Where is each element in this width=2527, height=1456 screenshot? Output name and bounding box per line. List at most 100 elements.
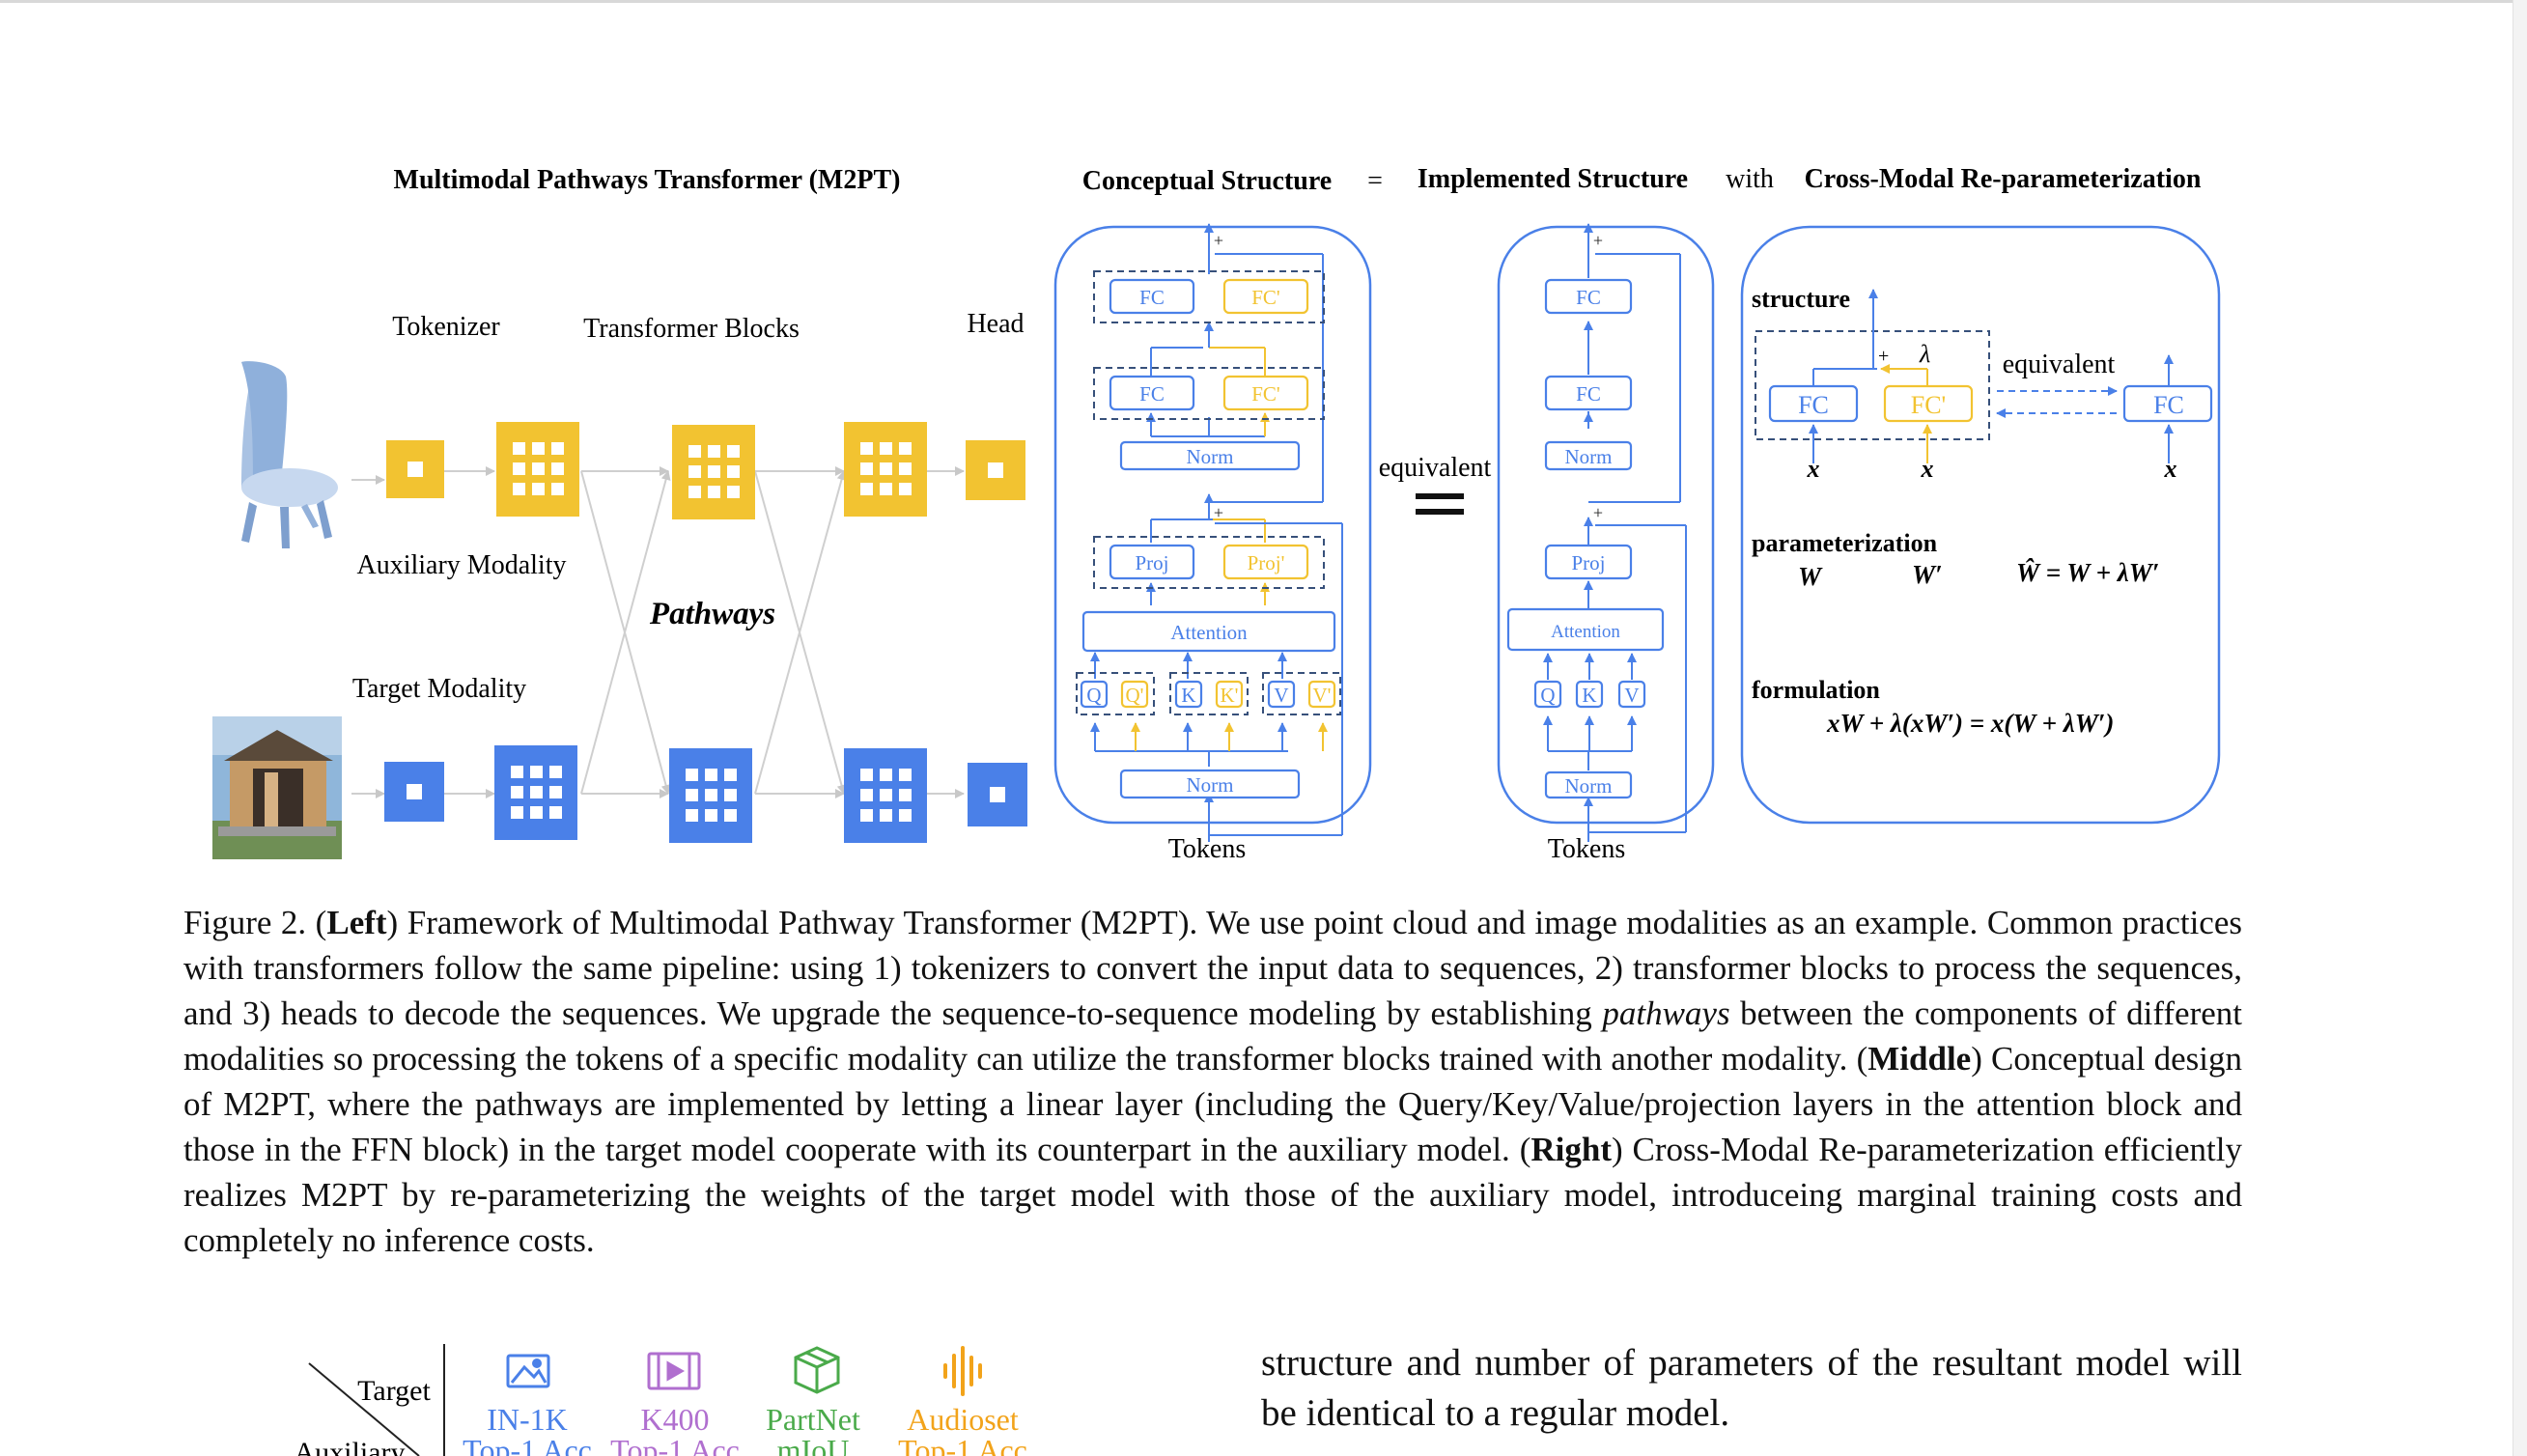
auxiliary-modality-label: Auxiliary Modality xyxy=(357,550,567,580)
token-cell xyxy=(532,442,545,455)
cross-modal-reparam-title: Cross-Modal Re-parameterization xyxy=(1805,164,2202,194)
param-w-prime: W′ xyxy=(1912,560,1943,589)
caption-part-1: ) Framework of Multimodal Pathway Transf… xyxy=(183,904,2242,1032)
conceptual-plus-mid: + xyxy=(1214,503,1223,522)
caption-pathways-italic: pathways xyxy=(1602,994,1730,1032)
target-modality-label: Target Modality xyxy=(352,674,526,704)
token-cell xyxy=(688,465,701,478)
crossmodal-plus: + xyxy=(1878,346,1889,367)
token-cell xyxy=(880,483,892,495)
cube-icon xyxy=(794,1346,840,1394)
col-audioset-metric: Top-1 Acc xyxy=(898,1433,1027,1456)
token-cell xyxy=(880,789,892,801)
token-cell xyxy=(511,806,523,819)
shed-image xyxy=(212,716,342,859)
conceptual-structure-title: Conceptual Structure xyxy=(1082,166,1332,196)
token-cell xyxy=(899,462,912,475)
crossmodal-lambda: λ xyxy=(1919,340,1930,368)
token-cell xyxy=(727,445,740,458)
conceptual-fc-prime-2: FC' xyxy=(1251,286,1279,309)
implemented-structure-title: Implemented Structure xyxy=(1418,164,1688,194)
col-partnet-name: PartNet xyxy=(766,1402,860,1437)
crossmodal-fc-prime: FC' xyxy=(1911,391,1947,419)
conceptual-fc-1: FC xyxy=(1139,382,1165,406)
token-cell xyxy=(860,769,873,781)
implemented-attention: Attention xyxy=(1551,622,1620,642)
token-cell xyxy=(513,462,525,475)
caption-left-bold: Left xyxy=(326,904,387,941)
formulation-heading: formulation xyxy=(1752,676,1880,704)
token-cell xyxy=(708,486,720,498)
token-cell xyxy=(686,789,698,801)
col-in1k-name: IN-1K xyxy=(487,1402,568,1437)
results-table-header: Target Auxiliary IN-1K K400 xyxy=(295,1344,1027,1456)
param-w-hat: Ŵ = W + λW′ xyxy=(2016,557,2159,587)
token-cell xyxy=(530,766,543,778)
token-cell xyxy=(880,442,892,455)
target-block-2 xyxy=(669,748,752,843)
token-cell xyxy=(708,445,720,458)
cross-modal-reparam-panel: structure FC FC' FC + λ equ xyxy=(1740,225,2221,825)
auxiliary-tokenizer xyxy=(386,440,444,498)
token-cell xyxy=(860,789,873,801)
caption-right-bold: Right xyxy=(1530,1131,1612,1168)
token-cell xyxy=(549,806,562,819)
equals-sign-header: = xyxy=(1367,166,1383,196)
caption-middle-bold: Middle xyxy=(1867,1040,1972,1078)
auxiliary-block-3 xyxy=(844,422,927,517)
conceptual-plus-top: + xyxy=(1214,231,1223,250)
structure-heading: structure xyxy=(1752,285,1850,313)
top-border xyxy=(0,0,2527,3)
crossmodal-x-2: x xyxy=(1921,455,1934,483)
caption-part-4: ) Cross-Modal Re-parameterization effici… xyxy=(183,1131,2242,1259)
token-cell xyxy=(727,486,740,498)
conceptual-structure-panel: FC FC' FC FC' Norm Proj Proj' Attention … xyxy=(1053,223,1372,864)
token-cell xyxy=(688,486,701,498)
token-cell xyxy=(724,809,737,822)
conceptual-fc-prime-1: FC' xyxy=(1251,382,1279,406)
vertical-scrollbar[interactable] xyxy=(2513,0,2527,1456)
conceptual-k: K xyxy=(1181,684,1195,707)
token-cell xyxy=(860,442,873,455)
image-icon xyxy=(506,1354,550,1388)
transformer-blocks-label: Transformer Blocks xyxy=(583,314,800,344)
crossmodal-equivalent: equivalent xyxy=(2003,350,2116,379)
token-cell xyxy=(705,809,717,822)
token-cell xyxy=(860,483,873,495)
token-cell xyxy=(532,483,545,495)
col-k400-name: K400 xyxy=(640,1402,709,1437)
implemented-q: Q xyxy=(1540,684,1555,707)
token-cell xyxy=(860,462,873,475)
implemented-plus-mid: + xyxy=(1593,503,1603,522)
token-cell xyxy=(899,769,912,781)
token-cell xyxy=(880,462,892,475)
conceptual-q: Q xyxy=(1086,684,1101,707)
head-label: Head xyxy=(967,309,1024,339)
figure-caption: Figure 2. (Left) Framework of Multimodal… xyxy=(183,904,2242,1259)
token-cell xyxy=(549,766,562,778)
token-cell xyxy=(551,442,564,455)
token-cell xyxy=(511,766,523,778)
implemented-norm-attn: Norm xyxy=(1565,774,1613,798)
formulation-equation: xW + λ(xW′) = x(W + λW′) xyxy=(1826,709,2114,738)
video-icon xyxy=(647,1352,701,1390)
caption-part-3: ) Conceptual design of M2PT, where the p… xyxy=(183,1040,2242,1168)
conceptual-fc-2: FC xyxy=(1139,286,1165,309)
token-cell xyxy=(727,465,740,478)
conceptual-proj: Proj xyxy=(1135,551,1168,574)
token-cell xyxy=(724,769,737,781)
token-cell xyxy=(686,769,698,781)
token-cell xyxy=(513,483,525,495)
col-partnet-metric: mIoU xyxy=(777,1433,850,1456)
token-cell xyxy=(705,789,717,801)
implemented-k: K xyxy=(1582,684,1596,707)
big-equals-sign xyxy=(1416,493,1464,515)
token-cell xyxy=(899,789,912,801)
table-target-label: Target xyxy=(357,1375,431,1407)
implemented-proj: Proj xyxy=(1571,551,1605,574)
target-block-1 xyxy=(494,745,577,840)
tokenizer-label: Tokenizer xyxy=(392,312,500,342)
token-cell xyxy=(880,769,892,781)
conceptual-q-prime: Q' xyxy=(1126,684,1144,707)
